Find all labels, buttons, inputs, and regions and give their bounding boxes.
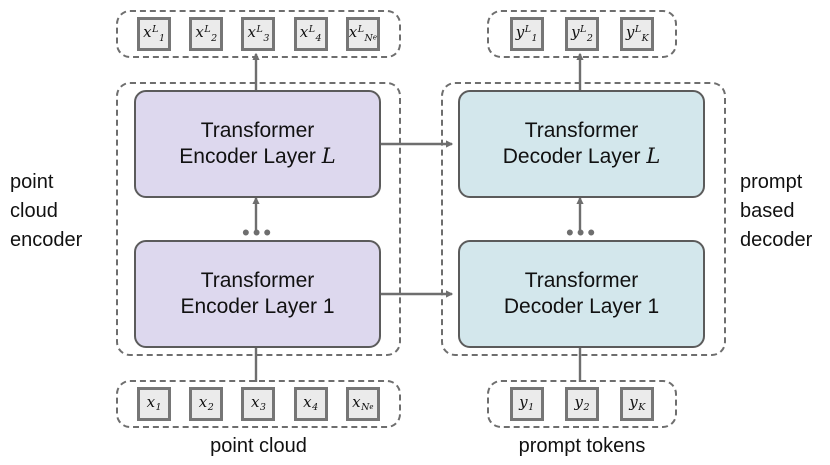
encoder-1-line1: Transformer (200, 269, 315, 293)
token-x3: x3 (241, 387, 276, 421)
token-y2: y2 (564, 387, 599, 421)
encoder-L-line2: Encoder Layer L (179, 144, 336, 168)
token-x2: x2 (189, 387, 224, 421)
point-cloud-token-group: x1 x2 x3 x4 xNe (116, 380, 401, 428)
decoder-L-line1: Transformer (524, 119, 639, 143)
token-x4: x4 (293, 387, 328, 421)
transformer-decoder-layer-L[interactable]: Transformer Decoder Layer L (458, 90, 705, 198)
token-yK: yK (620, 387, 655, 421)
decoder-output-token-group: yL1 yL2 yLK (487, 10, 677, 58)
token-xNe-L: xLNe (345, 17, 380, 51)
caption-prompt-tokens: prompt tokens (518, 435, 646, 457)
token-x3-L: xL3 (241, 17, 276, 51)
encoder-1-line2: Encoder Layer 1 (180, 295, 335, 318)
token-x1: x1 (137, 387, 172, 421)
caption-point-cloud: point cloud (210, 435, 307, 457)
point-cloud-encoder-container (116, 82, 401, 356)
token-y1-L: yL1 (509, 17, 544, 51)
encoder-output-token-group: xL1 xL2 xL3 xL4 xLNe (116, 10, 401, 58)
transformer-encoder-layer-1[interactable]: Transformer Encoder Layer 1 (134, 240, 381, 348)
token-xNe: xNe (345, 387, 380, 421)
token-x2-L: xL2 (189, 17, 224, 51)
encoder-L-line1: Transformer (200, 119, 315, 143)
decoder-1-line1: Transformer (524, 269, 639, 293)
decoder-1-line2: Decoder Layer 1 (503, 295, 660, 318)
prompt-based-decoder-container (441, 82, 726, 356)
decoder-stack-ellipsis: ••• (566, 220, 599, 245)
token-x4-L: xL4 (293, 17, 328, 51)
decoder-L-line2: Decoder Layer L (502, 144, 661, 168)
transformer-decoder-layer-1[interactable]: Transformer Decoder Layer 1 (458, 240, 705, 348)
token-y1: y1 (509, 387, 544, 421)
transformer-encoder-layer-L[interactable]: Transformer Encoder Layer L (134, 90, 381, 198)
label-prompt-based-decoder: prompt based decoder (740, 171, 813, 251)
encoder-stack-ellipsis: ••• (242, 220, 275, 245)
token-y2-L: yL2 (564, 17, 599, 51)
token-yK-L: yLK (620, 17, 655, 51)
prompt-token-group: y1 y2 yK (487, 380, 677, 428)
token-x1-L: xL1 (137, 17, 172, 51)
label-point-cloud-encoder: point cloud encoder (10, 171, 83, 251)
